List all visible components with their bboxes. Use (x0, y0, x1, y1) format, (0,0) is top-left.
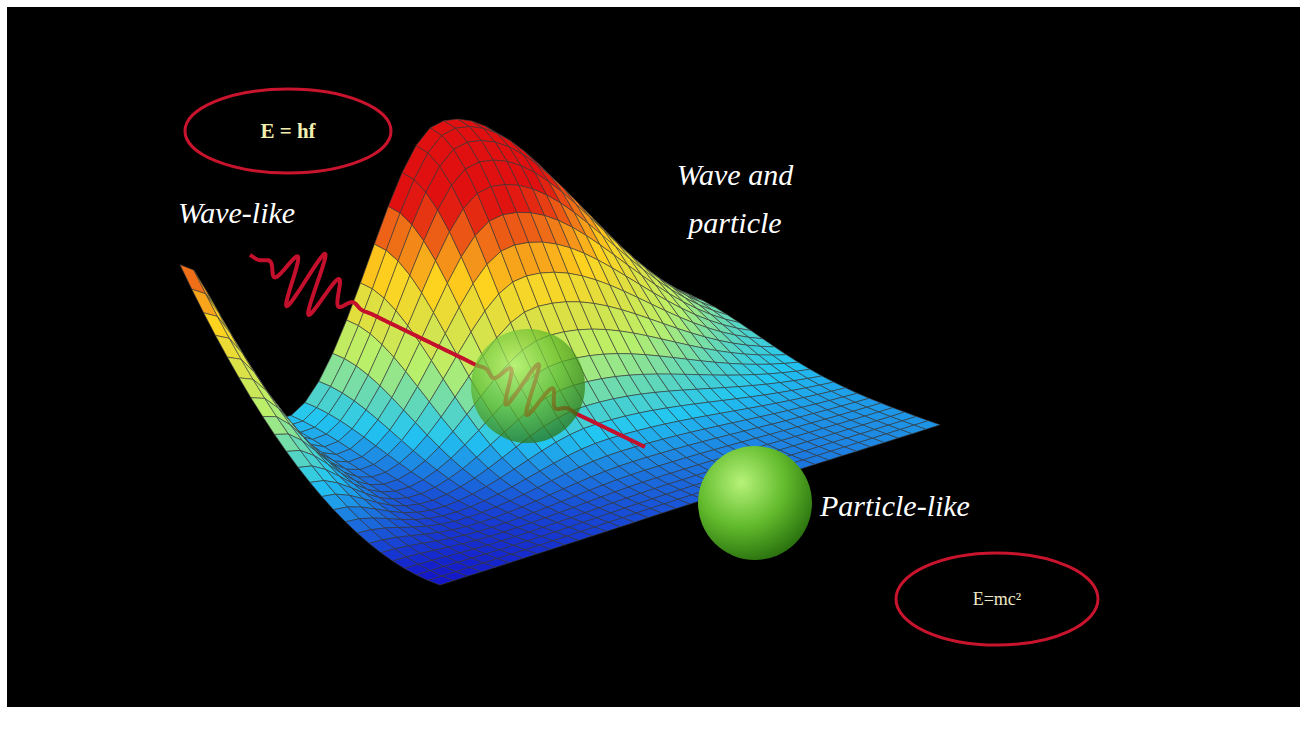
formula-text-holder: E=mc² (973, 589, 1022, 610)
mesh-cell (204, 313, 230, 339)
ellipse-shape (896, 553, 1098, 645)
caption-label: Wave-like (178, 194, 295, 232)
mesh-cell (761, 346, 787, 355)
black-background (7, 7, 1300, 707)
formula-text: E=mc² (973, 589, 1022, 610)
wave-group (250, 254, 645, 447)
caption-label: Particle-like (820, 487, 970, 525)
mesh-cell (914, 421, 940, 430)
formula-text-holder: E = hf (260, 119, 315, 144)
mesh-cell (772, 355, 798, 364)
formula-text: E = hf (260, 119, 315, 144)
formula-ellipse: E=mc² (894, 551, 1100, 647)
particle-sphere (698, 446, 812, 560)
caption-label: Wave and particle (652, 151, 818, 247)
ellipse-shape (185, 89, 391, 173)
mesh-cell (192, 289, 218, 316)
wave-particle-sphere (471, 329, 585, 443)
wave-line (250, 254, 645, 447)
formula-ellipse: E = hf (183, 87, 393, 175)
